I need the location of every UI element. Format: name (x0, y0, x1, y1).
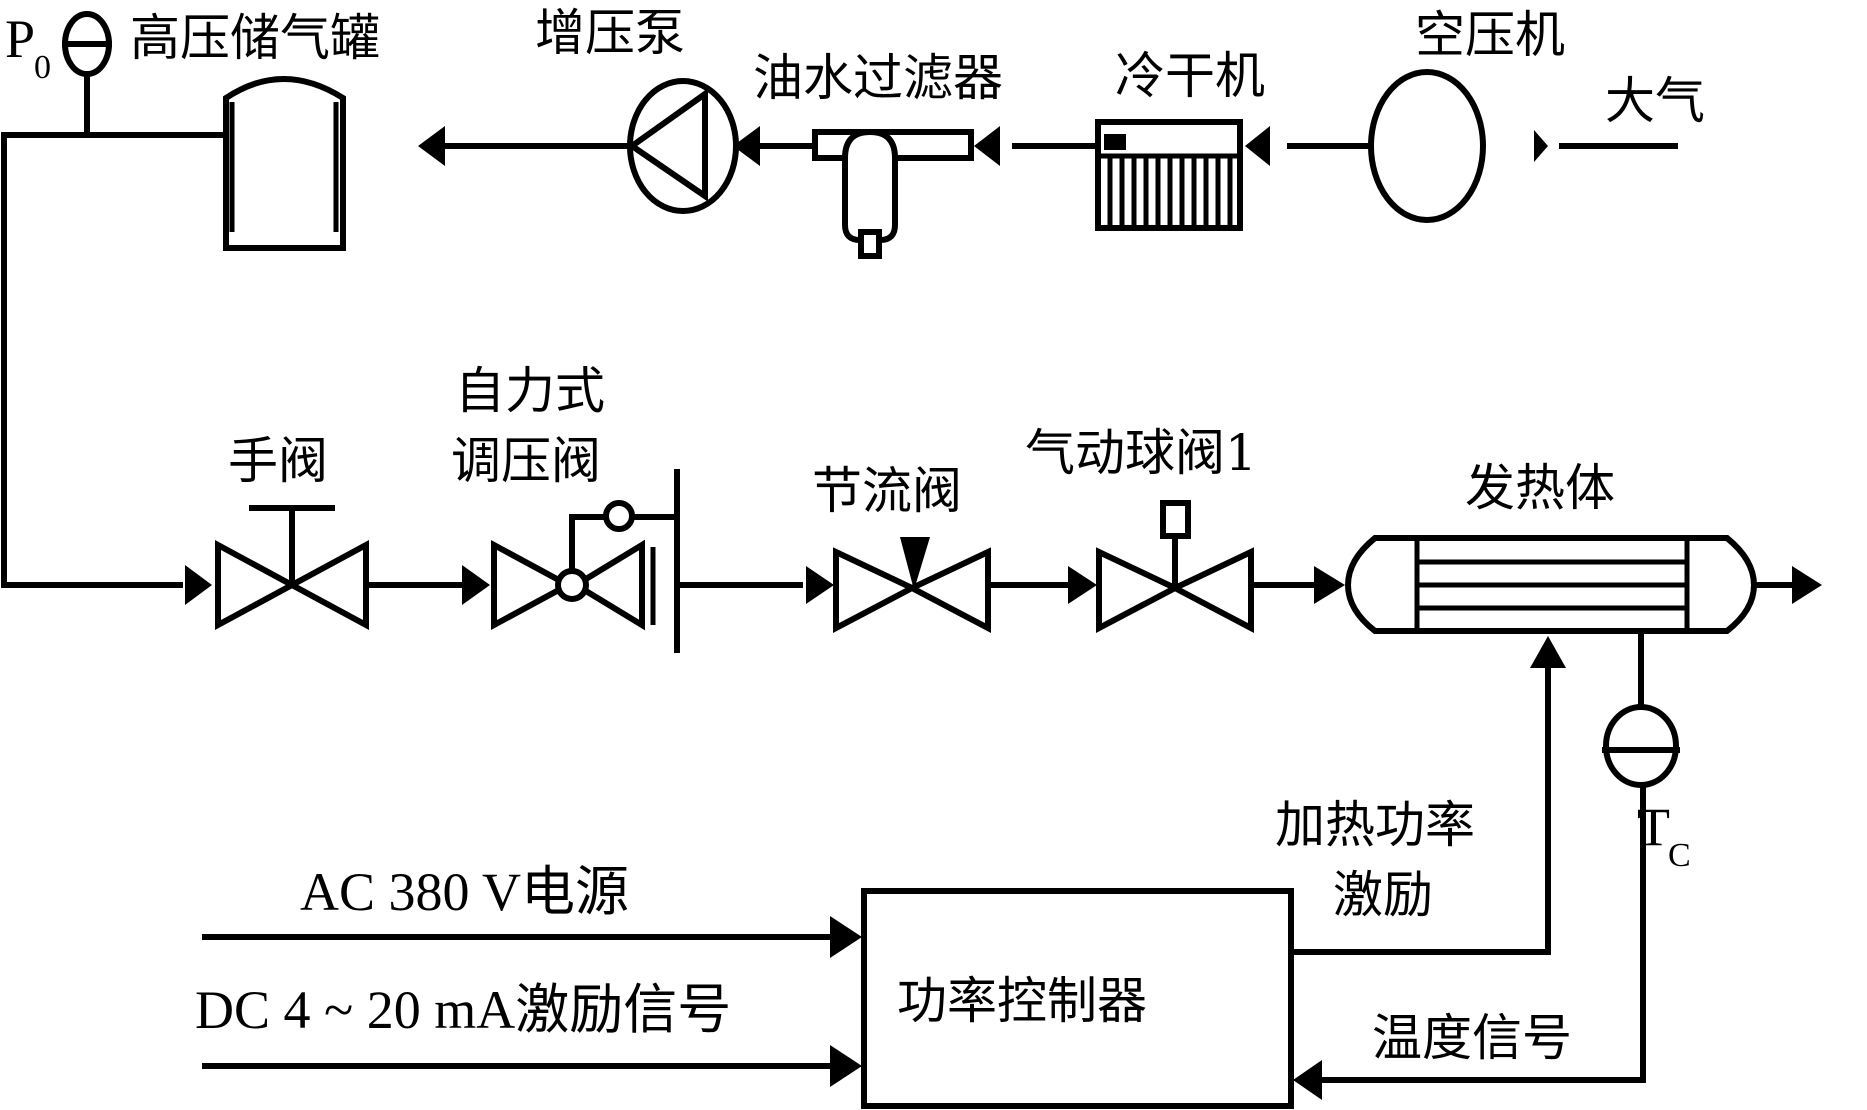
flow-arrow (418, 126, 445, 166)
flow-arrow (806, 566, 834, 604)
hand-valve-label: 手阀 (228, 432, 328, 490)
pneumatic-ball-valve-symbol (1096, 500, 1254, 633)
dryer-label: 冷干机 (1115, 47, 1265, 105)
temperature-sensor-tc (1602, 630, 1680, 788)
tank-label: 高压储气罐 (130, 9, 380, 67)
temperature-signal-line (1319, 783, 1646, 1083)
ac-power-label: AC 380 V电源 (300, 862, 629, 922)
booster-pump-symbol (626, 78, 739, 214)
air-compressor-symbol (1368, 69, 1548, 223)
flow-arrow (1245, 126, 1270, 166)
flow-arrow (1314, 566, 1345, 604)
p0-subscript: 0 (34, 49, 51, 86)
ac-power-arrow (830, 916, 862, 958)
hand-valve-symbol (215, 505, 369, 631)
heater-label: 发热体 (1465, 459, 1615, 517)
outlet-arrow (1792, 566, 1822, 604)
main-pipe-line (1, 132, 229, 588)
tc-subscript: C (1668, 837, 1691, 874)
refrigerated-dryer-symbol (1095, 119, 1243, 231)
throttle-valve-symbol (833, 537, 991, 633)
power-controller-label: 功率控制器 (897, 972, 1147, 1030)
heating-power-arrow (1530, 636, 1566, 668)
temperature-signal-label: 温度信号 (1372, 1009, 1572, 1067)
dc-signal-arrow (830, 1045, 862, 1087)
dc-signal-label: DC 4 ~ 20 mA激励信号 (195, 980, 731, 1040)
booster-pump-label: 增压泵 (535, 4, 685, 62)
heating-power-line (1290, 667, 1551, 955)
flow-arrow (733, 126, 760, 166)
flow-arrow (185, 565, 212, 605)
heating-power-label-line2: 激励 (1333, 866, 1433, 924)
compressor-label: 空压机 (1415, 6, 1565, 64)
heating-power-label-line1: 加热功率 (1275, 796, 1475, 854)
regulator-label-line2: 调压阀 (451, 432, 601, 490)
atmosphere-label: 大气 (1605, 72, 1705, 130)
pressure-gauge-p0 (62, 11, 112, 138)
p0-label: P (5, 9, 35, 69)
flow-arrow (1068, 566, 1097, 604)
flow-arrow (462, 565, 490, 605)
regulator-label-line1: 自力式 (455, 362, 605, 420)
high-pressure-tank-symbol (223, 76, 346, 251)
power-controller-box (861, 888, 1294, 1109)
heater-symbol (1344, 535, 1758, 634)
flow-arrow (974, 126, 1000, 166)
oil-water-filter-label: 油水过滤器 (753, 49, 1003, 107)
throttle-valve-label: 节流阀 (812, 462, 962, 520)
temperature-signal-arrow (1293, 1060, 1322, 1100)
pneumatic-ball-valve-label: 气动球阀1 (1025, 424, 1257, 482)
pressure-regulator-symbol (491, 469, 680, 653)
oil-water-filter-symbol (812, 128, 974, 259)
